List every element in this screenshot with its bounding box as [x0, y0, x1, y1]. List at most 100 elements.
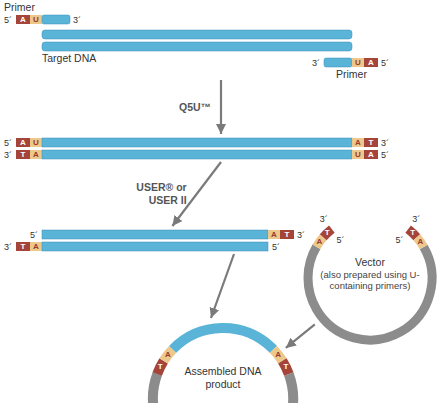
end-segment	[364, 150, 378, 159]
pcr-product	[16, 138, 378, 159]
base-letter: T	[369, 138, 374, 148]
primer-strand	[324, 58, 352, 67]
strand-end-label: 3´	[412, 213, 420, 224]
process-arrow	[172, 162, 221, 226]
vector-node: 3´AT5´3´TA5´Vector(also prepared using U…	[304, 212, 436, 344]
uracil-segment	[30, 15, 42, 24]
vector-backbone	[133, 308, 312, 403]
strand-end-label: 3´	[73, 14, 81, 25]
process-arrow	[286, 324, 315, 348]
base-letter: T	[21, 242, 26, 252]
vector-ring	[283, 191, 446, 366]
overhang-segment	[283, 191, 446, 366]
strand-end-label: 3´	[4, 149, 12, 160]
base-letter: A	[271, 230, 277, 240]
end-segment	[364, 138, 378, 147]
overhang-segment	[283, 191, 446, 366]
base-letter: U	[33, 138, 39, 148]
strand-end-label: 5´	[336, 235, 344, 246]
overhang-segment	[268, 230, 280, 239]
end-segment	[30, 150, 42, 159]
strand-end-label: 5´	[381, 57, 389, 68]
primer-top	[16, 15, 70, 24]
vector-backbone	[285, 193, 446, 362]
base-letter: U	[33, 15, 39, 25]
end-segment	[352, 138, 364, 147]
base-letter: T	[158, 363, 163, 373]
junction-segment	[124, 299, 322, 403]
stage-label: Primer	[336, 68, 367, 81]
strand-end-label: 3´	[4, 241, 12, 252]
base-letter: T	[410, 228, 415, 238]
junction-segment	[127, 302, 320, 403]
strand-end-label: 3´	[320, 213, 328, 224]
strand-end-label: 5´	[396, 235, 404, 246]
base-letter: U	[355, 150, 361, 160]
overhang-segment	[283, 191, 446, 365]
insert-segment	[124, 299, 322, 403]
end-segment	[352, 150, 364, 159]
base-letter: A	[368, 150, 374, 160]
process-arrow	[211, 254, 234, 318]
enzyme-label: Q5U™	[179, 101, 211, 114]
enzyme-label: USER® or USER II	[125, 181, 187, 207]
assembled-ring	[124, 299, 322, 403]
target-strand	[42, 30, 352, 39]
node-title: Assembled DNA product	[178, 365, 268, 390]
strand-end-label: 5´	[272, 241, 280, 252]
user-product	[16, 230, 294, 251]
node-title: Vector	[314, 256, 426, 269]
overhang-segment	[30, 242, 42, 251]
strand-end-label: 5´	[4, 137, 12, 148]
base-letter: T	[285, 230, 290, 240]
target-strand	[42, 42, 352, 51]
user-digest-stage: 5´AT3´3´TA5´	[0, 226, 312, 254]
strand-end-label: 5´	[381, 149, 389, 160]
base-letter: T	[21, 150, 26, 160]
base-letter: A	[165, 350, 171, 360]
adenine-segment	[364, 58, 378, 67]
end-segment	[16, 150, 30, 159]
base-letter: A	[418, 237, 424, 247]
adenine-segment	[16, 15, 30, 24]
base-letter: A	[33, 242, 39, 252]
uracil-segment	[352, 58, 364, 67]
pcr-setup-stage: Primer5´AU3´Target DNA3´UA5´Primer	[0, 0, 400, 80]
primer-bottom	[324, 58, 378, 67]
base-letter: U	[355, 58, 361, 68]
dna-strand	[42, 242, 268, 251]
junction-segment	[127, 302, 320, 403]
overhang-segment	[16, 242, 30, 251]
base-letter: A	[20, 15, 26, 25]
junction-segment	[133, 308, 312, 403]
pcr-product-stage: 5´AUAT3´3´TAUA5´	[0, 134, 400, 162]
base-letter: A	[368, 58, 374, 68]
overhang-segment	[285, 193, 446, 362]
strand-end-label: 5´	[30, 229, 38, 240]
primer-strand	[42, 15, 70, 24]
overhang-segment	[280, 230, 294, 239]
end-segment	[30, 138, 42, 147]
node-note: (also prepared using U-containing primer…	[314, 269, 426, 292]
base-letter: A	[33, 150, 39, 160]
base-letter: T	[283, 363, 288, 373]
strand-end-label: 3´	[312, 57, 320, 68]
assembled-product-node: TAATAssembled DNA product	[148, 318, 298, 403]
base-letter: T	[325, 228, 330, 238]
strand-end-label: 5´	[4, 14, 12, 25]
base-letter: A	[20, 138, 26, 148]
dna-strand	[42, 230, 268, 239]
stage-label: Target DNA	[42, 52, 96, 65]
base-letter: A	[355, 138, 361, 148]
process-arrow	[220, 80, 222, 134]
base-letter: A	[317, 237, 323, 247]
dna-strand	[42, 138, 352, 147]
strand-end-label: 3´	[381, 137, 389, 148]
dna-strand	[42, 150, 352, 159]
end-segment	[16, 138, 30, 147]
strand-end-label: 3´	[297, 229, 305, 240]
stage-label: Primer	[4, 1, 35, 14]
base-letter: A	[275, 350, 281, 360]
